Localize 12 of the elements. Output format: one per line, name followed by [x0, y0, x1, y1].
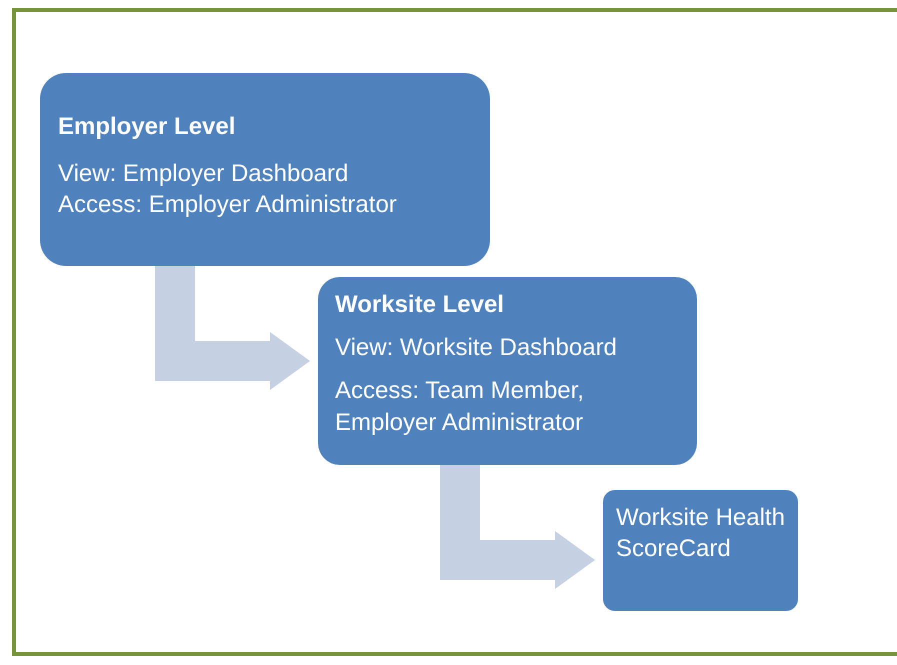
process-box [603, 490, 798, 611]
process-box [40, 73, 490, 266]
box-text: Access: Employer Administrator [58, 190, 398, 220]
box-heading: Worksite Level [335, 290, 505, 320]
bent-arrow [440, 465, 595, 589]
box-text: Worksite Health ScoreCard [616, 503, 786, 564]
process-box [318, 277, 697, 465]
box-text: View: Employer Dashboard [58, 159, 350, 190]
bent-arrow [155, 266, 310, 390]
box-text: Access: Team Member, Employer Administrator [335, 376, 585, 438]
box-text: View: Worksite Dashboard [335, 333, 618, 364]
box-heading: Employer Level [58, 112, 236, 142]
